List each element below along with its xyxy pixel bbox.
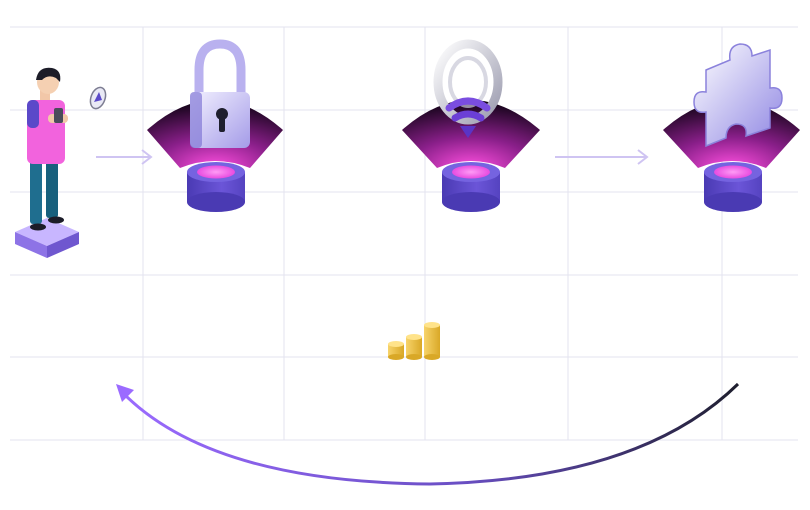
coin-stack-tall — [424, 322, 440, 360]
puzzle-piece-icon — [693, 43, 783, 148]
pedestal — [704, 162, 762, 212]
coin-stack-short — [388, 341, 404, 360]
gold-coin-stacks-icon — [388, 322, 440, 360]
pedestal — [442, 162, 500, 212]
person-with-phone-icon — [15, 67, 79, 258]
floating-coin-icon — [89, 86, 107, 110]
padlock-icon — [190, 39, 250, 148]
return-arrow — [116, 382, 740, 486]
wifi-shield-icon — [433, 39, 503, 138]
connectivity-stage — [402, 39, 540, 212]
security-stage — [147, 39, 283, 212]
pedestal — [187, 162, 245, 212]
background-grid — [10, 26, 798, 441]
coin-stack-medium — [406, 334, 422, 360]
forward-arrow-2 — [555, 149, 649, 165]
integration-stage — [663, 43, 800, 212]
forward-arrow-1 — [96, 149, 153, 165]
light-fan — [402, 100, 540, 168]
